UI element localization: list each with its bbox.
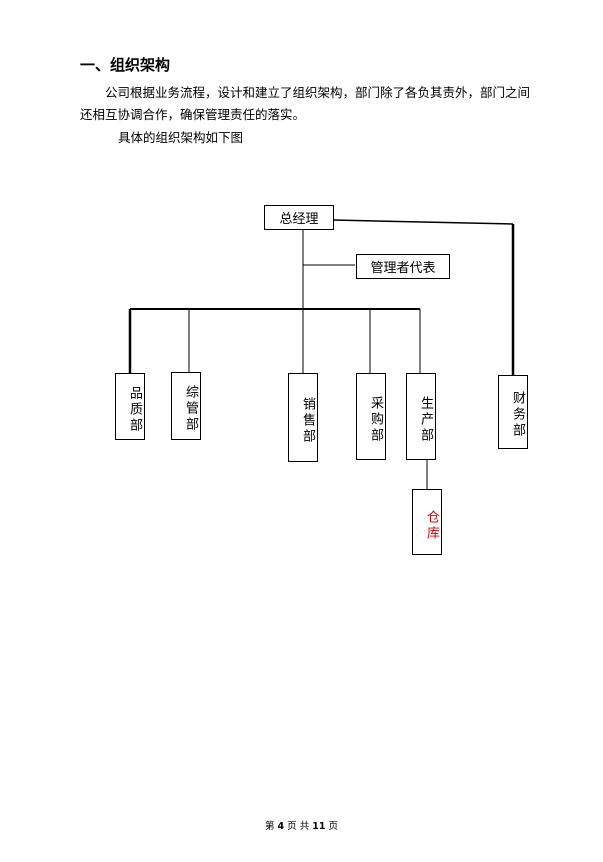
- org-node-warehouse: 仓库: [412, 489, 442, 555]
- footer-page-number: 4: [277, 821, 285, 832]
- footer-mid1: 页: [287, 821, 297, 832]
- chart-caption: 具体的组织架构如下图: [118, 130, 244, 145]
- org-node-management-rep: 管理者代表: [356, 254, 450, 279]
- section-heading: 一、组织架构: [80, 56, 171, 74]
- org-node-general-dept: 综管部: [171, 372, 201, 440]
- org-node-sales-dept: 销售部: [288, 373, 318, 462]
- org-node-finance-dept: 财务部: [498, 375, 528, 449]
- connector: [332, 219, 514, 225]
- org-node-purchasing-dept: 采购部: [356, 373, 386, 460]
- org-node-general-manager: 总经理: [264, 205, 334, 230]
- org-node-production-dept: 生产部: [406, 373, 436, 460]
- footer-mid2: 共: [299, 821, 310, 832]
- intro-paragraph: 公司根据业务流程，设计和建立了组织架构，部门除了各负其责外，部门之间还相互协调合…: [80, 85, 531, 122]
- org-node-quality-dept: 品质部: [115, 373, 145, 440]
- footer-total-pages: 11: [312, 821, 326, 832]
- footer-prefix: 第: [265, 821, 275, 832]
- footer-suffix: 页: [328, 821, 338, 832]
